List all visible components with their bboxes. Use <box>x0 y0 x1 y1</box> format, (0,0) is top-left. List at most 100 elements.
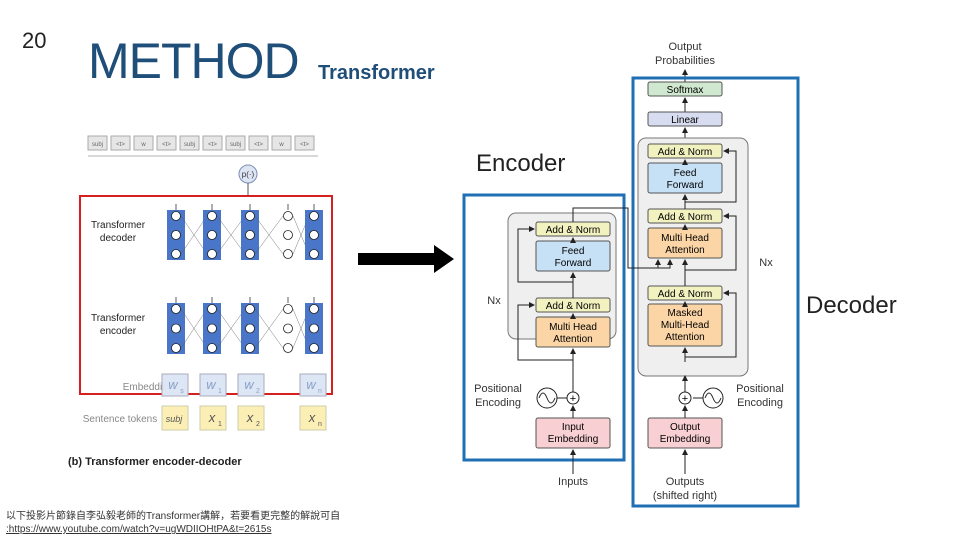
layer-node <box>283 249 293 259</box>
layer-node <box>207 249 217 259</box>
top-token-box <box>156 135 177 151</box>
big-right-arrow-icon <box>358 245 454 273</box>
layer-node <box>207 304 217 314</box>
token-box <box>161 405 189 431</box>
layer-node <box>171 249 181 259</box>
prob-label: p(·) <box>242 170 255 179</box>
cross-link <box>180 308 208 349</box>
embedding-symbol: w <box>206 377 217 392</box>
slide-subtitle: Transformer <box>318 62 435 84</box>
top-token-box <box>202 135 223 151</box>
footnote-link[interactable]: :https://www.youtube.com/watch?v=ugWDIIO… <box>6 524 272 535</box>
top-token-text: <t> <box>162 142 171 148</box>
layer-node <box>309 323 319 334</box>
layer-node <box>171 323 181 334</box>
embedding-box <box>199 373 227 397</box>
top-token-row: subj<t>w<t>subj<t>subj<t>w<t> <box>87 135 315 151</box>
embedding-symbol: w <box>244 377 255 392</box>
footnote-text: 以下投影片節錄自李弘毅老師的Transformer講解，若要看更完整的解說可自 <box>6 511 341 522</box>
transformer-architecture: Output Probabilities Softmax Linear Add … <box>462 41 800 508</box>
layer-node <box>171 230 181 240</box>
embedding-sub: s <box>180 388 184 395</box>
embedding-symbol: w <box>306 377 317 392</box>
input-embed-label-1: Input <box>562 422 584 433</box>
layer-node <box>283 304 293 314</box>
top-token-box <box>248 135 269 151</box>
footnote: 以下投影片節錄自李弘毅老師的Transformer講解，若要看更完整的解說可自 … <box>6 510 340 536</box>
embedding-box <box>161 373 189 397</box>
encoder-nx: Nx <box>487 295 501 307</box>
input-embed-label-2: Embedding <box>548 434 599 445</box>
layer-node <box>245 343 255 353</box>
dec-addnorm-2-label: Add & Norm <box>658 212 712 223</box>
token-symbol: x <box>246 410 254 425</box>
enc-addnorm-2-label: Add & Norm <box>546 225 600 236</box>
sentence-tokens-label: Sentence tokens <box>83 414 158 425</box>
top-token-box <box>110 135 131 151</box>
linear-block <box>647 111 723 127</box>
cross-link <box>254 215 284 255</box>
output-embed-label-2: Embedding <box>660 434 711 445</box>
layer-node <box>245 304 255 314</box>
layer-node <box>207 211 217 221</box>
layer-node <box>309 304 319 314</box>
top-token-text: <t> <box>116 142 125 148</box>
enc-add-plus: + <box>570 393 576 405</box>
layer-node <box>283 211 293 221</box>
softmax-block <box>647 81 723 97</box>
decoder-caption: Decoder <box>806 292 897 319</box>
top-token-box <box>271 135 292 151</box>
decoder-label-1: Transformer <box>91 220 146 231</box>
linear-label: Linear <box>671 115 699 126</box>
layer-node <box>245 323 255 334</box>
token-symbol: x <box>308 410 316 425</box>
dec-ff-label-1: Feed <box>674 168 697 179</box>
cross-link <box>180 215 208 255</box>
top-token-text: subj <box>184 142 195 148</box>
enc-mha-label-2: Attention <box>553 334 592 345</box>
layer-node <box>309 249 319 259</box>
top-token-text: w <box>140 142 146 148</box>
top-token-text: <t> <box>208 142 217 148</box>
enc-pos-label-2: Encoding <box>475 397 521 409</box>
dec-addnorm-3 <box>647 143 723 159</box>
enc-mha-label-1: Multi Head <box>549 322 597 333</box>
token-box <box>299 405 327 431</box>
softmax-label: Softmax <box>667 85 704 96</box>
inputs-label: Inputs <box>558 476 588 488</box>
decoder-label-2: decoder <box>100 233 137 244</box>
cross-link <box>254 308 284 349</box>
dec-masked-label-1: Masked <box>667 308 702 319</box>
layer-node <box>309 230 319 240</box>
dec-mha-label-2: Attention <box>665 245 704 256</box>
dec-addnorm-1-label: Add & Norm <box>658 289 712 300</box>
dec-masked-label-2: Multi-Head <box>661 320 709 331</box>
encoder-label-2: encoder <box>100 326 137 337</box>
embedding-sub: 1 <box>218 388 222 395</box>
encoder-decoder-figure: subj<t>w<t>subj<t>subj<t>w<t> p(·) Trans… <box>68 135 333 468</box>
layer-node <box>207 230 217 240</box>
top-token-box <box>179 135 200 151</box>
layer-node <box>309 211 319 221</box>
embedding-sub: n <box>318 388 322 395</box>
token-sub: 1 <box>218 421 222 428</box>
dec-pos-label-1: Positional <box>736 383 784 395</box>
embedding-sub: 2 <box>256 388 260 395</box>
top-token-text: subj <box>92 142 103 148</box>
layer-node <box>283 230 293 240</box>
dec-add-plus: + <box>682 393 688 405</box>
cross-link <box>216 215 246 255</box>
dec-addnorm-3-label: Add & Norm <box>658 147 712 158</box>
layer-node <box>245 230 255 240</box>
layer-node <box>245 211 255 221</box>
layer-node <box>207 323 217 334</box>
top-token-text: subj <box>230 142 241 148</box>
enc-pos-label-1: Positional <box>474 383 522 395</box>
token-sub: 2 <box>256 421 260 428</box>
enc-addnorm-1-label: Add & Norm <box>546 301 600 312</box>
transformer-stacks <box>167 204 323 354</box>
dec-mha-label-1: Multi Head <box>661 233 709 244</box>
top-token-text: <t> <box>254 142 263 148</box>
